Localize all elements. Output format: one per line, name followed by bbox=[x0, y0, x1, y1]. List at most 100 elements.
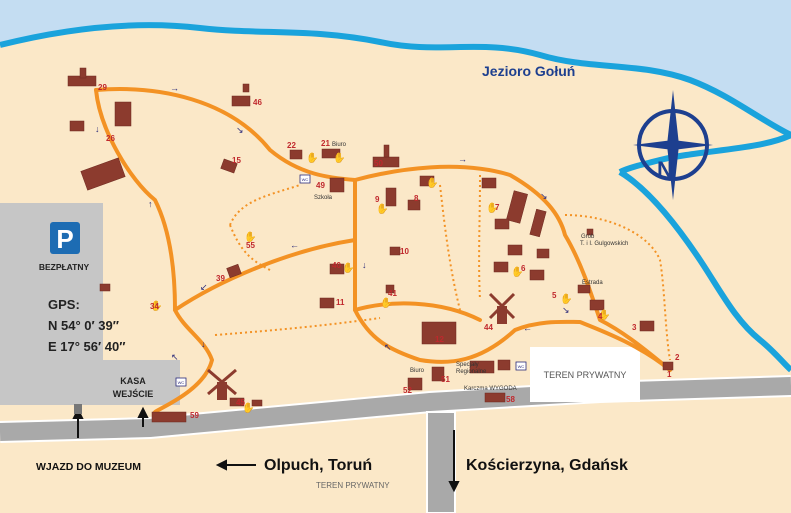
entrance-kasa: KASA bbox=[120, 376, 146, 386]
compass-north-label: N bbox=[657, 157, 673, 182]
svg-text:✋: ✋ bbox=[150, 299, 162, 312]
wc-icon: WC bbox=[299, 174, 311, 184]
svg-text:↓: ↓ bbox=[95, 124, 100, 134]
object-number: 1 bbox=[667, 370, 672, 379]
svg-text:✋: ✋ bbox=[342, 261, 354, 274]
object-number: 55 bbox=[246, 241, 255, 250]
object-number: 15 bbox=[232, 156, 241, 165]
gps-longitude: E 17° 56′ 40″ bbox=[48, 339, 125, 354]
path-arrows: →↘↓ ↑↙← ↖→↘ ↘←↓ ↖↓ bbox=[95, 83, 570, 362]
object-number: 45 bbox=[236, 398, 245, 407]
svg-text:WC: WC bbox=[178, 380, 185, 385]
grob-label-line2: T. i I. Gulgowskich bbox=[580, 241, 628, 247]
specjaly-label: Specjały bbox=[456, 362, 479, 368]
object-number: 59 bbox=[190, 411, 199, 420]
svg-text:✋: ✋ bbox=[306, 151, 318, 164]
parking-label: BEZPŁATNY bbox=[39, 262, 90, 272]
object-number: 49 bbox=[316, 181, 325, 190]
object-number: 10 bbox=[400, 247, 409, 256]
gps-latitude: N 54° 0′ 39″ bbox=[48, 318, 119, 333]
object-number: 8 bbox=[414, 194, 419, 203]
svg-text:✋: ✋ bbox=[380, 296, 392, 309]
gps-title: GPS: bbox=[48, 297, 80, 312]
svg-text:→: → bbox=[170, 83, 179, 93]
specjaly-label-line2: Regionalne bbox=[456, 369, 487, 375]
south-road bbox=[426, 411, 456, 513]
object-number: 44 bbox=[484, 323, 493, 332]
object-number: 58 bbox=[506, 395, 515, 404]
buildings bbox=[67, 67, 674, 423]
museum-entry-label: WJAZD DO MUZEUM bbox=[36, 461, 141, 473]
object-number: 26 bbox=[106, 134, 115, 143]
river bbox=[618, 169, 791, 373]
svg-text:↙: ↙ bbox=[200, 282, 208, 292]
object-number: 11 bbox=[336, 298, 345, 307]
szkola-label: Szkoła bbox=[314, 195, 333, 201]
parking-sign: P bbox=[50, 222, 80, 254]
karczma-label: Karczma WYGODA bbox=[464, 386, 517, 392]
windmill-icon bbox=[488, 292, 516, 324]
object-number: 5 bbox=[552, 291, 557, 300]
object-number: 22 bbox=[287, 141, 296, 150]
object-number: 3 bbox=[632, 323, 637, 332]
object-number: 9 bbox=[375, 195, 380, 204]
svg-text:↑: ↑ bbox=[148, 199, 153, 209]
object-number: 39 bbox=[216, 274, 225, 283]
grob-label: Grób bbox=[581, 234, 595, 240]
svg-text:WC: WC bbox=[518, 364, 525, 369]
svg-text:✋: ✋ bbox=[598, 308, 610, 321]
private-area-label: TEREN PRYWATNY bbox=[544, 370, 627, 380]
svg-text:←: ← bbox=[290, 240, 299, 250]
shoreline bbox=[0, 22, 791, 138]
svg-text:✋: ✋ bbox=[376, 202, 388, 215]
svg-text:←: ← bbox=[523, 323, 532, 333]
west-direction-label: Olpuch, Toruń bbox=[264, 457, 372, 474]
hand-icon: ✋✋✋ ✋✋✋ ✋✋✋ ✋✋✋ ✋ bbox=[150, 151, 610, 414]
object-number: 51 bbox=[441, 375, 450, 384]
lake-area bbox=[0, 0, 791, 135]
south-direction-label: Kościerzyna, Gdańsk bbox=[466, 457, 628, 474]
object-number: 50 bbox=[374, 159, 383, 168]
compass-icon: N bbox=[633, 90, 713, 200]
svg-text:↘: ↘ bbox=[562, 305, 570, 315]
svg-text:WC: WC bbox=[302, 177, 309, 182]
lake-name: Jezioro Gołuń bbox=[482, 63, 575, 79]
walking-paths bbox=[94, 87, 672, 414]
wc-icon: WC bbox=[175, 377, 187, 387]
svg-text:↖: ↖ bbox=[171, 352, 179, 362]
dotted-paths bbox=[214, 174, 671, 361]
svg-text:✋: ✋ bbox=[426, 176, 438, 189]
svg-text:✋: ✋ bbox=[560, 292, 572, 305]
svg-text:↖: ↖ bbox=[384, 342, 392, 352]
object-number: 29 bbox=[98, 83, 107, 92]
svg-text:✋: ✋ bbox=[244, 230, 256, 243]
object-number: 21 bbox=[321, 139, 330, 148]
main-road-fill bbox=[0, 377, 791, 441]
object-number: 4 bbox=[598, 312, 603, 321]
entrance-plaza bbox=[0, 360, 180, 405]
biuro-top-label: Biuro bbox=[332, 142, 347, 148]
estrada-label: Estrada bbox=[582, 280, 603, 286]
svg-text:↓: ↓ bbox=[362, 260, 367, 270]
parking-symbol: P bbox=[56, 224, 73, 254]
object-number: 40 bbox=[332, 261, 341, 270]
object-number: 52 bbox=[403, 386, 412, 395]
object-number: 6 bbox=[521, 264, 526, 273]
svg-text:↓: ↓ bbox=[201, 339, 206, 349]
biuro-bottom-label: Biuro bbox=[410, 368, 425, 374]
wc-icon: WC bbox=[515, 361, 527, 371]
object-number: 34 bbox=[150, 302, 159, 311]
west-arrow-icon bbox=[215, 459, 256, 471]
svg-text:↘: ↘ bbox=[236, 125, 244, 135]
svg-text:✋: ✋ bbox=[486, 201, 498, 214]
object-number: 12 bbox=[435, 335, 444, 344]
svg-text:→: → bbox=[458, 154, 467, 164]
svg-text:✋: ✋ bbox=[511, 265, 523, 278]
object-number: 41 bbox=[388, 289, 397, 298]
south-arrow-icon bbox=[448, 430, 460, 493]
gate-post bbox=[74, 404, 82, 414]
svg-text:✋: ✋ bbox=[333, 151, 345, 164]
entrance-wejscie: WEJŚCIE bbox=[113, 388, 154, 399]
road-private-label: TEREN PRYWATNY bbox=[316, 481, 390, 490]
